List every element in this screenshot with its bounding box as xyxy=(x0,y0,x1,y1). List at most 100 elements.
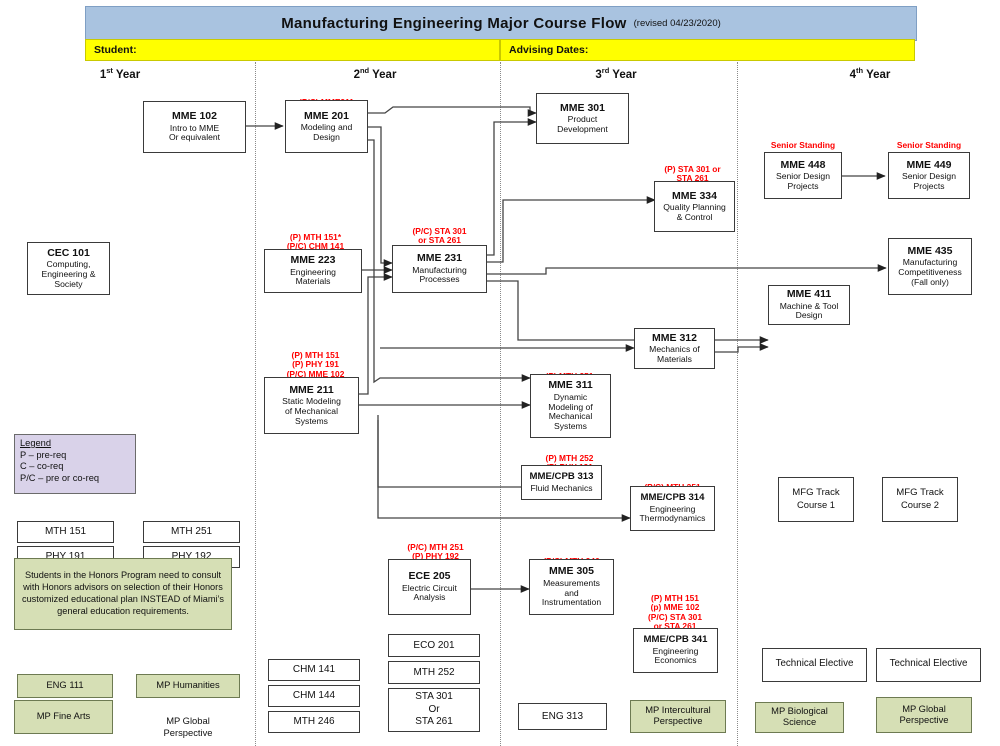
year-3-ordinal: 3 xyxy=(595,68,602,81)
course-name: Course 1 xyxy=(796,499,836,511)
course-box-technical-elective-2[interactable]: Technical Elective xyxy=(876,648,981,682)
course-box-mme301[interactable]: MME 301 Product Development xyxy=(536,93,629,144)
course-box-mp-global-perspective-2[interactable]: MP Global Perspective xyxy=(876,697,972,733)
course-name: Product Development xyxy=(557,114,608,134)
course-box-chm141[interactable]: CHM 141 xyxy=(268,659,360,681)
course-code: MP Intercultural Perspective xyxy=(645,704,711,726)
course-box-mme312[interactable]: MME 312 Mechanics of Materials xyxy=(634,328,715,369)
honors-note-text: Students in the Honors Program need to c… xyxy=(21,570,225,616)
course-box-mme231[interactable]: MME 231 Manufacturing Processes xyxy=(392,245,487,293)
course-code: MME 312 xyxy=(652,331,697,344)
course-code: MME 449 xyxy=(906,158,952,171)
course-box-ece205[interactable]: ECE 205 Electric Circuit Analysis xyxy=(388,559,471,615)
course-box-mme-cpb-341[interactable]: MME/CPB 341 Engineering Economics xyxy=(633,628,718,673)
course-code: MME 301 xyxy=(560,101,605,114)
course-box-mme435[interactable]: MME 435 Manufacturing Competitiveness (F… xyxy=(888,238,972,295)
course-box-mfg-track-2[interactable]: MFG Track Course 2 xyxy=(882,477,958,522)
course-name: Electric Circuit Analysis xyxy=(402,582,457,603)
course-name: Machine & Tool Design xyxy=(779,300,839,321)
course-box-mme448[interactable]: MME 448 Senior Design Projects xyxy=(764,152,842,199)
course-box-eco201[interactable]: ECO 201 xyxy=(388,634,480,657)
course-name: Engineering Economics xyxy=(652,645,699,666)
page-title: Manufacturing Engineering Major Course F… xyxy=(85,6,917,41)
course-code: MME/CPB 341 xyxy=(643,634,708,645)
course-box-mme411[interactable]: MME 411 Machine & Tool Design xyxy=(768,285,850,325)
course-box-mme-cpb-314[interactable]: MME/CPB 314 Engineering Thermodynamics xyxy=(630,486,715,531)
course-name: Mechanics of Materials xyxy=(649,344,700,364)
requisite-text: Senior Standing xyxy=(770,140,836,150)
year-divider-1 xyxy=(255,62,256,746)
course-name: Dynamic Modeling of Mechanical Systems xyxy=(548,392,593,431)
course-code: ENG 111 xyxy=(46,679,84,691)
revision-date: (revised 04/23/2020) xyxy=(633,18,721,29)
course-name: Measurements and Instrumentation xyxy=(541,577,602,608)
course-box-mth251[interactable]: MTH 251 xyxy=(143,521,240,543)
course-code: MFG Track xyxy=(896,487,944,499)
course-code: Technical Elective xyxy=(775,658,854,670)
course-box-cec101[interactable]: CEC 101 Computing, Engineering & Society xyxy=(27,242,110,295)
course-code: MME 435 xyxy=(907,244,953,257)
course-box-mme211[interactable]: MME 211 Static Modeling of Mechanical Sy… xyxy=(264,377,359,434)
course-code: MME 334 xyxy=(672,189,717,202)
course-box-mp-fine-arts[interactable]: MP Fine Arts xyxy=(14,700,113,734)
course-code: MP Fine Arts xyxy=(36,710,91,722)
course-name: Senior Design Projects xyxy=(776,171,830,191)
course-box-eng313[interactable]: ENG 313 xyxy=(518,703,607,730)
course-box-mfg-track-1[interactable]: MFG Track Course 1 xyxy=(778,477,854,522)
course-box-mme305[interactable]: MME 305 Measurements and Instrumentation xyxy=(529,559,614,615)
course-code: ECO 201 xyxy=(413,639,455,651)
requisite-text: (P/C) STA 301 or STA 261 xyxy=(412,225,467,246)
course-box-mth252[interactable]: MTH 252 xyxy=(388,661,480,684)
course-name: Computing, Engineering & Society xyxy=(41,259,96,289)
year-4-word: Year xyxy=(863,68,891,81)
course-code: MME 231 xyxy=(417,252,462,264)
course-box-mme201[interactable]: MME 201 Modeling and Design xyxy=(285,100,368,153)
label-mp-global-perspective-1: MP Global Perspective xyxy=(136,704,240,738)
course-name: Course 2 xyxy=(900,499,940,511)
course-box-mp-humanities[interactable]: MP Humanities xyxy=(136,674,240,698)
legend: Legend P – pre-req C – co-req P/C – pre … xyxy=(14,434,136,494)
requisite-mme449: Senior Standing xyxy=(888,140,970,151)
course-code: Technical Elective xyxy=(889,658,968,670)
course-code: MTH 246 xyxy=(293,716,335,728)
year-2-ordinal: 2 xyxy=(353,68,360,81)
student-field[interactable]: Student: xyxy=(85,39,500,61)
year-1-word: Year xyxy=(112,68,141,81)
course-box-mp-biological-science[interactable]: MP Biological Science xyxy=(755,702,844,733)
course-box-mth246[interactable]: MTH 246 xyxy=(268,711,360,733)
legend-line-1: P – pre-req xyxy=(20,449,67,460)
year-1-ordinal: 1 xyxy=(99,68,107,81)
course-box-mme311[interactable]: MME 311 Dynamic Modeling of Mechanical S… xyxy=(530,374,611,438)
course-box-mth151[interactable]: MTH 151 xyxy=(17,521,114,543)
course-code: MME 102 xyxy=(172,110,217,122)
course-box-mme223[interactable]: MME 223 Engineering Materials xyxy=(264,249,362,293)
course-box-mme449[interactable]: MME 449 Senior Design Projects xyxy=(888,152,970,199)
year-4-ordinal: 4 xyxy=(849,68,856,81)
year-label-3: 3rd Year xyxy=(556,66,676,81)
course-code: MP Biological Science xyxy=(771,705,828,727)
course-box-mp-intercultural[interactable]: MP Intercultural Perspective xyxy=(630,700,726,733)
course-box-mme102[interactable]: MME 102 Intro to MME Or equivalent xyxy=(143,101,246,153)
course-code: MTH 252 xyxy=(413,666,455,678)
requisite-mme448: Senior Standing xyxy=(764,140,842,151)
course-box-eng111[interactable]: ENG 111 xyxy=(17,674,113,698)
year-2-word: Year xyxy=(369,68,397,81)
advising-dates-field[interactable]: Advising Dates: xyxy=(500,39,915,61)
legend-line-2: C – co-req xyxy=(20,461,64,472)
course-box-sta301-or-261[interactable]: STA 301 Or STA 261 xyxy=(388,688,480,732)
course-box-technical-elective-1[interactable]: Technical Elective xyxy=(762,648,867,682)
year-4-suffix: th xyxy=(856,66,864,75)
requisite-mme231: (P/C) STA 301 or STA 261 xyxy=(392,217,487,246)
course-code: MME 411 xyxy=(786,288,832,300)
course-box-mme-cpb-313[interactable]: MME/CPB 313 Fluid Mechanics xyxy=(521,465,602,500)
year-label-1: 1st Year xyxy=(60,66,180,81)
legend-line-3: P/C – pre or co-req xyxy=(20,472,100,483)
course-box-mme334[interactable]: MME 334 Quality Planning & Control xyxy=(654,181,735,232)
course-box-chm144[interactable]: CHM 144 xyxy=(268,685,360,707)
course-code: CHM 144 xyxy=(292,690,336,702)
year-label-2: 2nd Year xyxy=(315,66,435,81)
label-text: MP Global Perspective xyxy=(163,715,213,738)
requisite-text: (P) MTH 151 (p) MME 102 (P/C) STA 301 or… xyxy=(648,592,702,632)
course-name: Engineering Thermodynamics xyxy=(639,503,706,524)
